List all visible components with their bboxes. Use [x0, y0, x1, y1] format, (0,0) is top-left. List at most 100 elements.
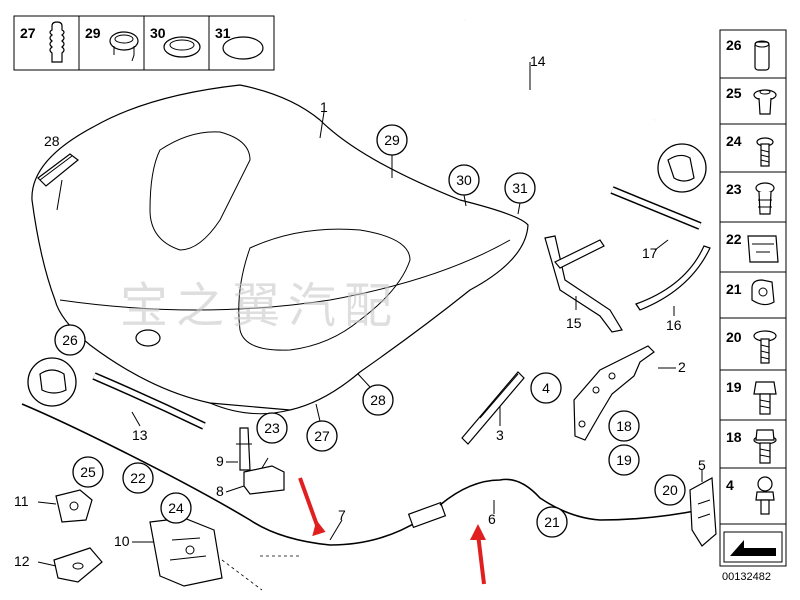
- svg-text:24: 24: [168, 500, 184, 516]
- callout-26: 26: [54, 324, 86, 356]
- side-panel: 26 25 24 23 22 21 20 19 18 4: [719, 29, 787, 583]
- part-label-3: 3: [496, 427, 504, 443]
- callout-4: 4: [530, 372, 562, 404]
- reference-number: 00132482: [722, 571, 771, 583]
- hood-latch-5: [689, 477, 717, 547]
- hose-17: [610, 143, 707, 230]
- svg-text:28: 28: [44, 133, 60, 149]
- latch-plate-12: [53, 547, 103, 583]
- svg-text:27: 27: [314, 428, 330, 444]
- plug-cap-icon: [109, 31, 139, 62]
- callouts: 29 30 31 28 26 28 27: [44, 124, 686, 538]
- side-label-23: 23: [726, 181, 742, 197]
- hinge-bracket-15: [544, 235, 623, 333]
- svg-text:29: 29: [384, 132, 400, 148]
- side-label-18: 18: [726, 429, 742, 445]
- push-clip-icon: [755, 182, 775, 215]
- svg-text:26: 26: [62, 332, 78, 348]
- lower-latch-10: [149, 517, 263, 591]
- hood-hinge-2: [573, 345, 655, 441]
- callout-21: 21: [536, 506, 568, 538]
- direction-sign-icon: [723, 531, 783, 563]
- washer-screw-icon: [753, 330, 777, 364]
- part-label-14: 14: [530, 53, 546, 69]
- round-cap-icon: [163, 36, 201, 58]
- part-label-6: 6: [488, 511, 496, 527]
- side-label-19: 19: [726, 379, 742, 395]
- svg-text:23: 23: [264, 420, 280, 436]
- side-label-20: 20: [726, 329, 742, 345]
- bump-stop-icon: [49, 21, 65, 63]
- callout-23: 23: [256, 412, 288, 444]
- part-label-16: 16: [666, 317, 682, 333]
- part-label-10: 10: [114, 533, 130, 549]
- rubber-buffer-icon: [754, 40, 770, 71]
- flange-bolt-icon: [753, 429, 777, 464]
- leader-lines: [37, 62, 703, 567]
- callout-27: 27: [306, 403, 338, 452]
- hood-emblem-icon: [135, 329, 161, 347]
- red-arrow-left: [298, 477, 320, 529]
- hood-seal-strip: [460, 19, 657, 131]
- part-label-17: 17: [642, 245, 658, 261]
- callout-30: 30: [448, 164, 480, 207]
- callout-28-mid: 28: [357, 373, 394, 416]
- callout-25: 25: [72, 456, 104, 488]
- callout-31: 31: [504, 172, 536, 215]
- top-kit-label-29: 29: [85, 25, 101, 41]
- part-label-13: 13: [132, 427, 148, 443]
- release-cables: [21, 403, 704, 557]
- watermark: 宝之翼汽配: [120, 278, 400, 334]
- svg-text:30: 30: [456, 172, 472, 188]
- svg-text:22: 22: [130, 470, 146, 486]
- svg-text:21: 21: [544, 514, 560, 530]
- svg-text:4: 4: [542, 380, 550, 396]
- callout-19: 19: [608, 444, 640, 476]
- clip-nut-icon: [751, 279, 775, 306]
- svg-text:20: 20: [662, 482, 678, 498]
- flat-seal-icon: [222, 36, 264, 60]
- bracket-9: [236, 427, 252, 471]
- side-label-4: 4: [726, 477, 734, 493]
- callout-29: 29: [376, 124, 408, 178]
- part-label-9: 9: [216, 453, 224, 469]
- part-label-1: 1: [320, 99, 328, 115]
- spring-nut-icon: [747, 235, 779, 263]
- front-seal-strip: [27, 357, 206, 430]
- svg-text:31: 31: [512, 180, 528, 196]
- grommet-strip-icon: [37, 153, 79, 187]
- expanding-rivet-icon: [753, 89, 777, 115]
- callout-24: 24: [160, 492, 192, 524]
- top-kit-panel: 27 29 30 31: [13, 15, 275, 71]
- hex-bolt-icon: [753, 381, 777, 415]
- latch-guide-11: [55, 489, 93, 523]
- red-arrow-right: [476, 533, 486, 585]
- part-label-15: 15: [566, 315, 582, 331]
- side-label-25: 25: [726, 85, 742, 101]
- part-label-8: 8: [216, 483, 224, 499]
- part-label-5: 5: [698, 457, 706, 473]
- part-label-12: 12: [14, 553, 30, 569]
- hood-panel: [31, 84, 529, 415]
- red-arrows: [298, 477, 486, 585]
- side-label-24: 24: [726, 133, 742, 149]
- part-numbers: 1 2 3 5 6 7 8 9 10 11 12 13 14 15 16 17: [14, 53, 706, 569]
- callout-22: 22: [122, 462, 154, 494]
- top-kit-label-30: 30: [150, 25, 166, 41]
- svg-text:18: 18: [616, 418, 632, 434]
- callout-28-top: 28: [44, 133, 60, 149]
- svg-text:25: 25: [80, 464, 96, 480]
- side-label-22: 22: [726, 231, 742, 247]
- part-label-7: 7: [338, 507, 346, 523]
- svg-text:19: 19: [616, 452, 632, 468]
- callout-20: 20: [654, 474, 686, 506]
- part-label-2: 2: [678, 359, 686, 375]
- gas-strut: [461, 371, 525, 445]
- svg-text:28: 28: [370, 392, 386, 408]
- top-kit-label-27: 27: [20, 25, 36, 41]
- side-label-26: 26: [726, 37, 742, 53]
- side-label-21: 21: [726, 281, 742, 297]
- top-kit-label-31: 31: [215, 25, 231, 41]
- side-panel-frame: [719, 29, 787, 567]
